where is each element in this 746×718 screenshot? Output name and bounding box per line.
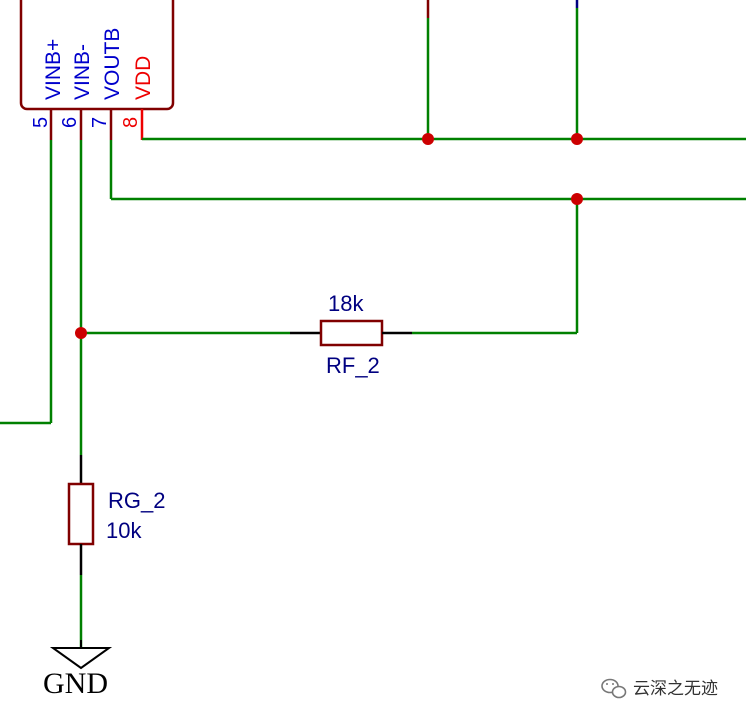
pin-7-number: 7: [89, 117, 111, 128]
rg-value: 10k: [106, 518, 142, 543]
rg-designator: RG_2: [108, 488, 165, 513]
wechat-icon: [601, 678, 627, 699]
rf-value: 18k: [328, 291, 364, 316]
resistor-rf: [290, 319, 412, 347]
pin-6-name: VINB-: [71, 44, 94, 100]
pin-5-name: VINB+: [42, 39, 65, 100]
rf-body: [319, 319, 384, 347]
junction-dot: [571, 133, 583, 145]
ground-symbol: [49, 640, 113, 670]
wires: [0, 8, 746, 648]
ground-label: GND: [43, 667, 108, 700]
watermark-text: 云深之无迹: [633, 679, 718, 699]
rg-body: [67, 482, 95, 546]
junction-dot: [75, 327, 87, 339]
pin-8-name: VDD: [132, 56, 155, 100]
ic-body: [19, 0, 175, 111]
rf-designator: RF_2: [326, 353, 380, 378]
watermark: 云深之无迹: [601, 678, 718, 699]
resistor-rg: [67, 455, 95, 575]
pin-8-number: 8: [120, 117, 142, 128]
pin-6-number: 6: [59, 117, 81, 128]
pin-5-number: 5: [30, 117, 52, 128]
junctions: [75, 133, 583, 339]
junction-dot: [571, 193, 583, 205]
junction-dot: [422, 133, 434, 145]
pin-7-name: VOUTB: [101, 28, 124, 100]
